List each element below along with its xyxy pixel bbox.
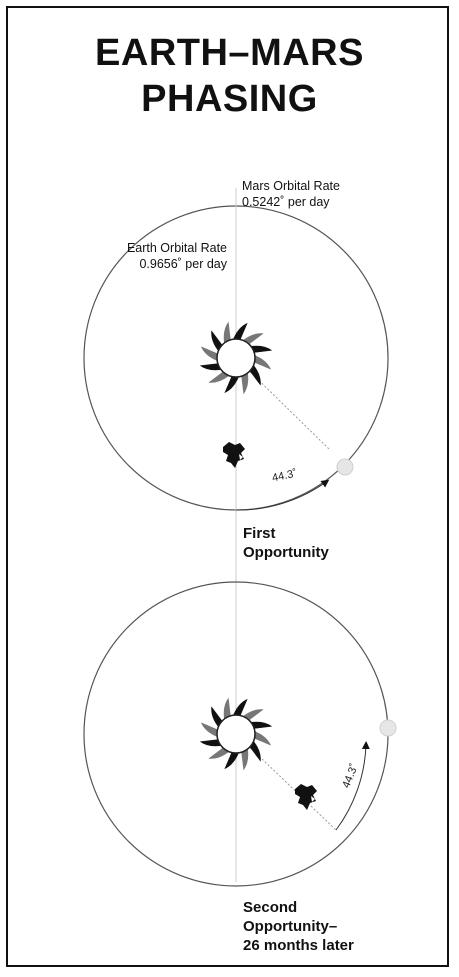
caption-2-line-3: 26 months later — [243, 936, 354, 955]
sun-disk — [217, 715, 255, 753]
panel-2 — [84, 582, 396, 886]
earth-rate-title: Earth Orbital Rate — [100, 240, 227, 256]
earth-icon — [223, 442, 245, 468]
mars-icon-2 — [380, 720, 396, 736]
mars-rate-label: Mars Orbital Rate 0.5242˚ per day — [242, 178, 340, 210]
caption-first-opportunity: First Opportunity — [243, 524, 329, 562]
earth-rate-value: 0.9656˚ per day — [100, 256, 227, 272]
earth-icon-2 — [295, 784, 317, 810]
sun-disk — [217, 339, 255, 377]
mars-rate-value: 0.5242˚ per day — [242, 194, 340, 210]
caption-1-line-1: First — [243, 524, 329, 543]
caption-2-line-1: Second — [243, 898, 354, 917]
angle-arc-1 — [236, 482, 326, 510]
caption-second-opportunity: Second Opportunity– 26 months later — [243, 898, 354, 955]
caption-2-line-2: Opportunity– — [243, 917, 354, 936]
caption-1-line-2: Opportunity — [243, 543, 329, 562]
earth-rate-label: Earth Orbital Rate 0.9656˚ per day — [100, 240, 227, 272]
mars-icon — [337, 459, 353, 475]
mars-rate-title: Mars Orbital Rate — [242, 178, 340, 194]
